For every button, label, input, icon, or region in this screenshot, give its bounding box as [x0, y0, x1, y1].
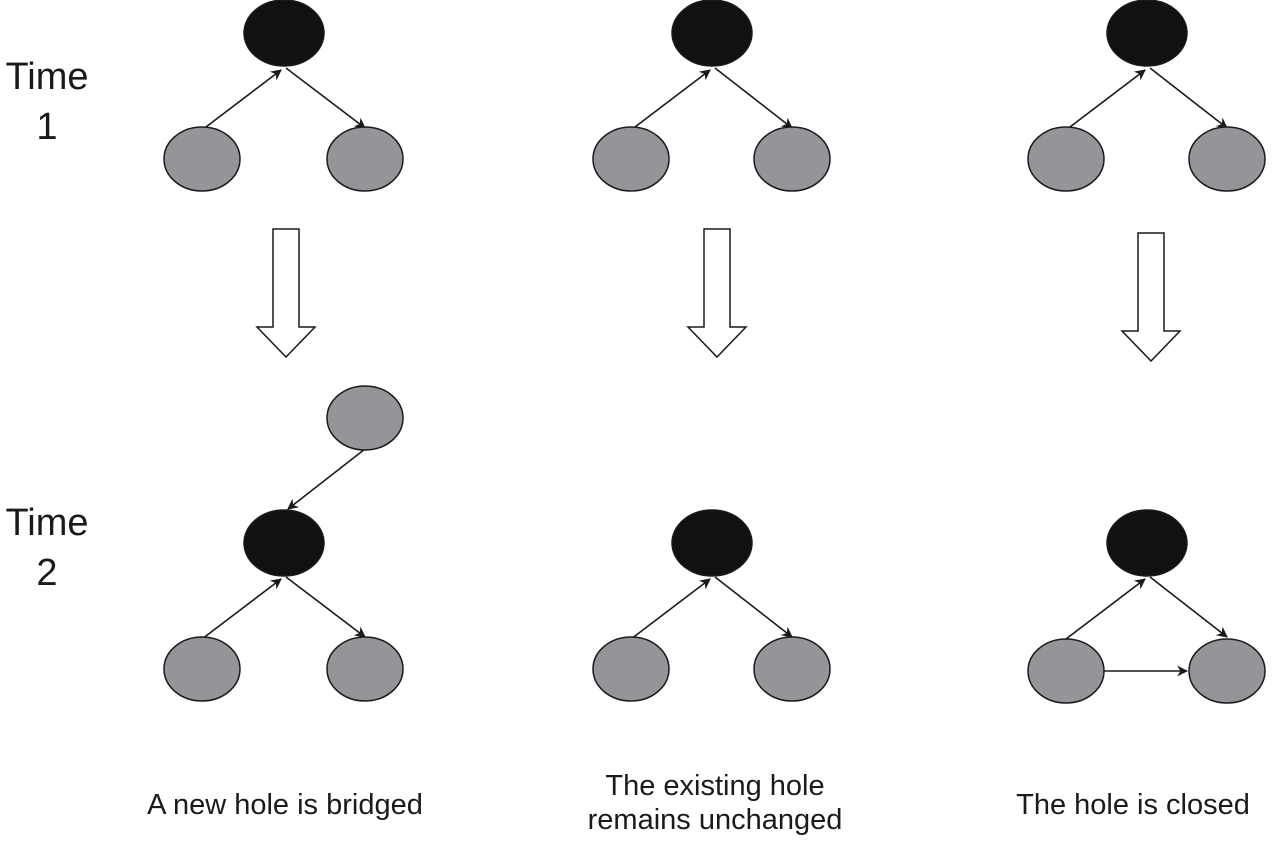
time-2-label: Time 2 [0, 498, 94, 598]
broker-node [243, 0, 325, 67]
panel-1-time-2 [163, 385, 404, 702]
panel-2-time-1 [592, 0, 831, 192]
panel-3-time-2 [1027, 509, 1266, 704]
time-1-word: Time [5, 56, 89, 98]
edge-left-to-broker [630, 69, 711, 131]
caption-bridged: A new hole is bridged [147, 789, 423, 821]
peer-node-right [1188, 126, 1266, 192]
time-2-word: Time [5, 502, 89, 544]
caption-closed: The hole is closed [1016, 789, 1250, 821]
peer-node-left [163, 636, 241, 702]
edge-left-to-broker [201, 69, 282, 131]
panel-3-time-1 [1027, 0, 1266, 192]
time-1-number: 1 [36, 106, 58, 148]
broker-node [671, 509, 753, 577]
peer-node-right [753, 636, 831, 702]
new-peer-node [326, 385, 404, 451]
edge-new-peer-to-broker [287, 448, 366, 510]
peer-node-right [753, 126, 831, 192]
transition-arrow-3 [1120, 232, 1182, 363]
edge-left-to-broker [1065, 578, 1146, 640]
broker-node [671, 0, 753, 67]
broker-node [1106, 0, 1188, 67]
edge-broker-to-right [1149, 67, 1228, 129]
time-1-label: Time 1 [0, 52, 94, 152]
edge-broker-to-right [714, 576, 793, 638]
edge-broker-to-right [285, 67, 366, 129]
broker-node [1106, 509, 1188, 577]
transition-arrow-1 [255, 228, 317, 359]
peer-node-left [592, 636, 670, 702]
panel-1-time-1 [163, 0, 404, 192]
edge-left-to-broker [630, 578, 711, 640]
edge-broker-to-right [1149, 576, 1228, 638]
caption-unchanged: The existing hole remains unchanged [510, 769, 920, 837]
edge-broker-to-right [714, 67, 793, 129]
edge-broker-to-right [285, 576, 366, 638]
panel-2-time-2 [592, 509, 831, 702]
transition-arrow-2 [686, 228, 748, 359]
peer-node-right [326, 636, 404, 702]
peer-node-right [326, 126, 404, 192]
peer-node-left [1027, 126, 1105, 192]
time-2-number: 2 [36, 552, 58, 594]
peer-node-left [163, 126, 241, 192]
broker-node [243, 509, 325, 577]
caption-unchanged-line-2: remains unchanged [587, 804, 843, 836]
peer-node-left [1027, 638, 1105, 704]
peer-node-right [1188, 638, 1266, 704]
edge-left-to-broker [1065, 69, 1146, 131]
edge-left-to-broker [201, 578, 282, 640]
caption-unchanged-line-1: The existing hole [605, 770, 825, 802]
peer-node-left [592, 126, 670, 192]
